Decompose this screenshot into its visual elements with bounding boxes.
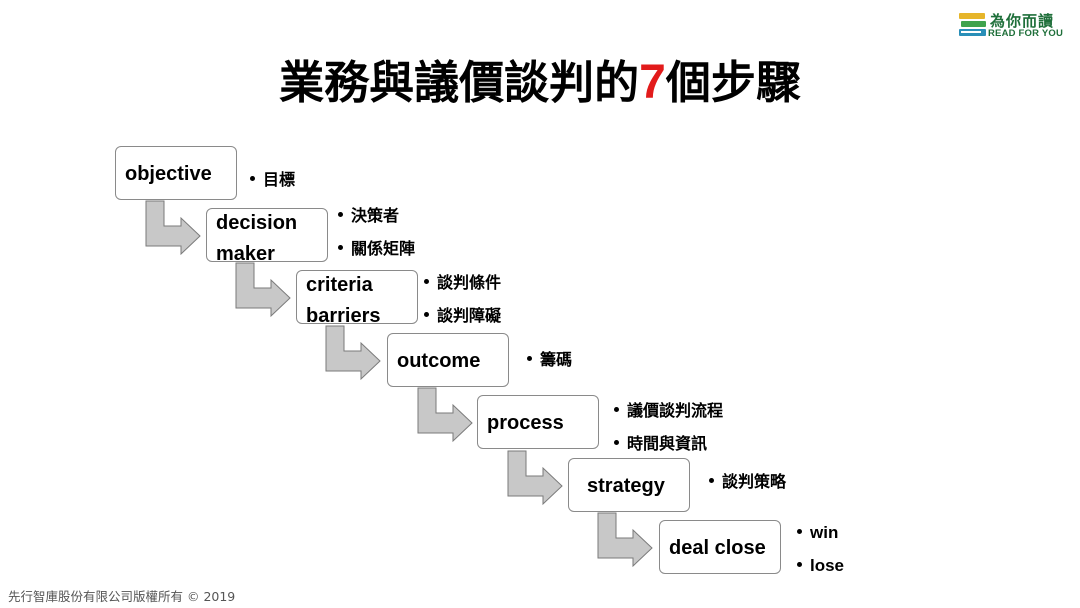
step-note: 談判條件 xyxy=(424,273,501,293)
step-label: decision xyxy=(216,212,298,234)
step-note: 議價談判流程 xyxy=(614,401,723,421)
step-label: strategy xyxy=(587,475,665,497)
step-note: win xyxy=(797,523,838,543)
title-text-after: 個步驟 xyxy=(665,56,801,109)
logo-english-text: READ FOR YOU xyxy=(988,28,1064,39)
step-label: criteria xyxy=(306,274,373,296)
step-arrow-1 xyxy=(145,200,201,256)
step-note: 籌碼 xyxy=(527,350,572,370)
title-text-before: 業務與議價談判的 xyxy=(279,56,640,109)
step-note: 決策者 xyxy=(338,206,399,226)
step-box-objective: objective xyxy=(115,146,237,200)
page-title: 業務與議價談判的7個步驟 xyxy=(0,50,1080,116)
books-icon xyxy=(959,13,986,36)
step-box-decision-maker: decision maker xyxy=(206,208,328,265)
step-box-strategy: strategy xyxy=(568,458,690,512)
step-note: lose xyxy=(797,556,844,576)
step-arrow-2 xyxy=(235,262,291,318)
step-label: outcome xyxy=(397,350,481,372)
step-arrow-5 xyxy=(507,450,563,506)
copyright-footer: 先行智庫股份有限公司版權所有 © 2019 xyxy=(8,589,236,604)
step-arrow-4 xyxy=(417,387,473,443)
step-box-outcome: outcome xyxy=(387,333,509,387)
step-label: barriers xyxy=(306,305,381,327)
step-arrow-6 xyxy=(597,512,653,568)
step-arrow-3 xyxy=(325,325,381,381)
step-box-deal-close: deal close xyxy=(659,520,781,574)
step-note: 時間與資訊 xyxy=(614,434,707,454)
step-note: 關係矩陣 xyxy=(338,239,415,259)
step-label: process xyxy=(487,412,564,434)
step-note: 談判策略 xyxy=(709,472,786,492)
title-number: 7 xyxy=(639,56,666,109)
step-label: objective xyxy=(125,163,212,185)
step-box-criteria-barriers: criteria barriers xyxy=(296,270,418,327)
read-for-you-logo: 為你而讀 READ FOR YOU xyxy=(958,10,1068,42)
step-note: 談判障礙 xyxy=(424,306,501,326)
step-label: maker xyxy=(216,243,275,265)
logo-chinese-text: 為你而讀 xyxy=(990,12,1055,30)
step-label: deal close xyxy=(669,537,766,559)
step-note: 目標 xyxy=(250,170,295,190)
step-box-process: process xyxy=(477,395,599,449)
